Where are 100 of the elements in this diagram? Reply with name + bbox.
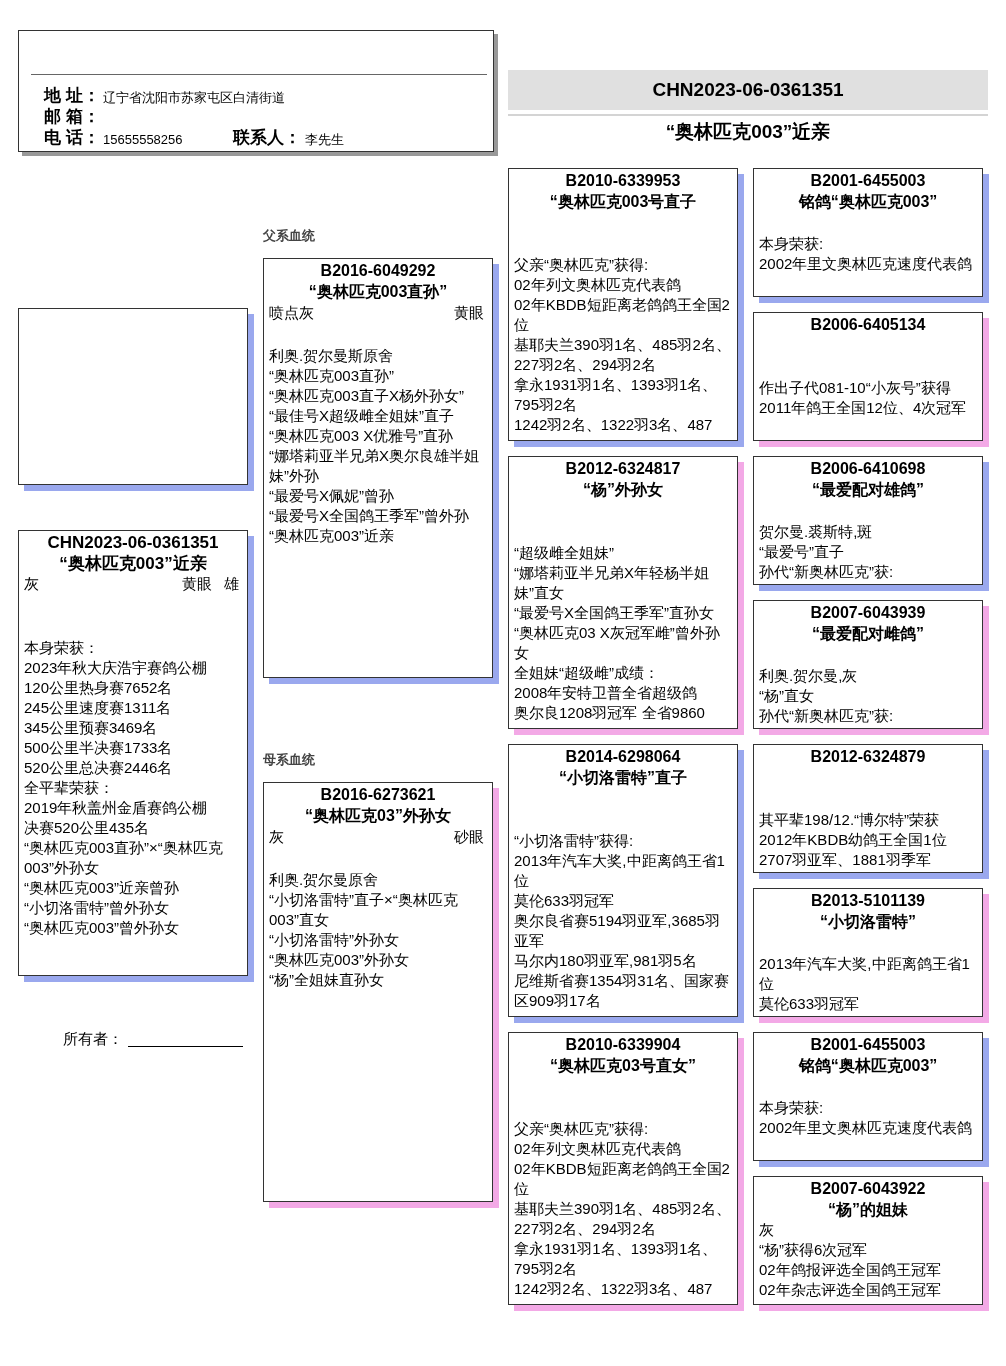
ring-number: B2007-6043939 [809,603,927,623]
record-line: 奥尔良1208羽冠军 全省9860 [514,703,706,723]
ring-number: B2014-6298064 [564,747,682,767]
field-label: 地 址： [44,86,100,106]
record-line: “杨”获得6次冠军 [759,1240,869,1260]
record-line: “最佳号X超级雌全姐妹”直子 [269,406,455,426]
record-line: “超级雌全姐妹” [514,543,615,563]
record-line: 1242羽2名、1322羽3名、487 [514,415,714,435]
record-line: “奥林匹克003”曾外孙女 [24,918,181,938]
eye-type: 黄眼 [182,574,212,594]
record-line: 1242羽2名、1322羽3名、487 [514,1279,714,1299]
record-line: 02年列文奥林匹克代表鸽 [514,1139,682,1159]
record-line: “最爱号X全国鸽王季军”曾外孙 [269,506,470,526]
ring-number: B2010-6339904 [564,1035,682,1055]
record-line: 父亲“奥林匹克”获得: [514,1119,650,1139]
pigeon-name: “奥林匹克03号直女” [549,1056,697,1076]
ring-number: CHN2023-06-0361351 [651,79,845,101]
pigeon-name: “小切洛雷特”直子 [558,768,688,788]
record-line: 2008年安特卫普全省超级鸽 [514,683,699,703]
record-line: 利奥.贺尔曼斯原舍 [269,346,395,366]
ring-number: B2001-6455003 [809,171,927,191]
record-line: 2013年汽车大奖,中距离鸽王省1位 [759,954,971,994]
record-line: “奥林匹克003”外孙女 [269,950,411,970]
field-label: 邮 箱： [44,107,100,127]
record-line: 02年杂志评选全国鸽王冠军 [759,1280,942,1300]
record-line: “奥林匹克003直子X杨外孙女” [269,386,466,406]
record-line: 2013年汽车大奖,中距离鸽王省1位 [514,851,726,891]
record-line: 尼维斯省赛1354羽31名、国家赛区909羽17名 [514,971,731,1011]
record-line: 拿永1931羽1名、1393羽1名、795羽2名 [514,1239,719,1279]
record-line: “奥林匹克03 X灰冠军雌”曾外孙女 [514,623,721,663]
pigeon-name: “奥林匹克003直孙” [307,282,449,302]
record-line: 02年KBDB短距离老鸽鸽王全国2位 [514,295,731,335]
record-line: 其平辈198/12.“博尔特”荣获 [759,810,941,830]
record-line: 决赛520公里435名 [24,818,151,838]
pigeon-name: “最爱配对雄鸽” [811,480,925,500]
pigeon-name: “奥林匹克003号直子 [548,192,698,212]
plumage-color: 喷点灰 [269,303,314,323]
ring-number: CHN2023-06-0361351 [46,532,220,553]
eye-type: 黄眼 [454,303,484,323]
record-line: 02年鸽报评选全国鸽王冠军 [759,1260,942,1280]
record-line: 父亲“奥林匹克”获得: [514,255,650,275]
pigeon-name: 铭鸽“奥林匹克003” [797,1056,939,1076]
ring-number: B2012-6324879 [809,747,927,767]
record-line: 作出子代081-10“小灰号”获得 [759,378,952,398]
record-line: 基耶夫兰390羽1名、485羽2名、227羽2名、294羽2名 [514,1199,732,1239]
field-label: 电 话： [44,128,100,148]
record-line: “杨”全姐妹直孙女 [269,970,385,990]
record-line: “最爱号X佩妮”曾孙 [269,486,395,506]
record-line: 500公里半决赛1733名 [24,738,174,758]
phone-number: 15655558256 [103,131,183,149]
pigeon-name: “奥林匹克03”外孙女 [304,806,452,826]
record-line: 莫伦633羽冠军 [514,891,616,911]
plumage-color: 灰 [269,827,284,847]
field-label: 所有者： [63,1029,124,1049]
record-line: 2707羽亚军、1881羽季军 [759,850,932,870]
record-line: “小切洛雷特”获得: [514,831,635,851]
record-line: “小切洛雷特”外孙女 [269,930,400,950]
record-line: 孙代“新奥林匹克”获: [759,562,895,582]
record-line: 利奥.贺尔曼原舍 [269,870,380,890]
record-line: 全姐妹“超级雌”成绩： [514,663,660,683]
record-line: “奥林匹克003”近亲 [269,526,396,546]
record-line: “奥林匹克003 X优雅号”直孙 [269,426,455,446]
ring-number: B2016-6273621 [319,785,437,805]
record-line: 2019年秋盖州金盾赛鸽公棚 [24,798,209,818]
record-line: 贺尔曼.裘斯特,斑 [759,522,874,542]
ring-number: B2013-5101139 [810,891,926,911]
record-line: 2002年里文奥林匹克速度代表鸽 [759,254,974,274]
record-line: 利奥.贺尔曼,灰 [759,666,859,686]
record-line: 2012年KBDB幼鸽王全国1位 [759,830,948,850]
record-line: 120公里热身赛7652名 [24,678,174,698]
section-heading: 父系血统 [263,227,316,245]
record-line: 本身荣获: [759,234,825,254]
record-line: 02年KBDB短距离老鸽鸽王全国2位 [514,1159,731,1199]
record-line: “最爱号”直子 [759,542,845,562]
record-line: “娜塔莉亚半兄弟X奥尔良雄半姐妹”外孙 [269,446,480,486]
plumage-color: 灰 [24,574,39,594]
record-line: “奥林匹克003”近亲曾孙 [24,878,181,898]
record-line: 拿永1931羽1名、1393羽1名、795羽2名 [514,375,719,415]
record-line: 马尔内180羽亚军,981羽5名 [514,951,698,971]
pigeon-name: “杨”的姐妹 [827,1200,909,1220]
record-line: “小切洛雷特”曾外孙女 [24,898,170,918]
record-line: 灰 [759,1220,775,1240]
record-line: 345公里预赛3469名 [24,718,159,738]
record-line: 全平辈荣获： [24,778,115,798]
record-line: 本身荣获: [759,1098,825,1118]
record-line: 莫伦633羽冠军 [759,994,861,1014]
pigeon-name: “杨”外孙女 [582,480,664,500]
record-line: 2002年里文奥林匹克速度代表鸽 [759,1118,974,1138]
record-line: 奥尔良省赛5194羽亚军,3685羽亚军 [514,911,721,951]
record-line: “小切洛雷特”直子×“奥林匹克003”直女 [269,890,459,930]
pigeon-name: “最爱配对雌鸽” [811,624,925,644]
pigeon-name: “奥林匹克003”近亲 [58,553,208,574]
ring-number: B2007-6043922 [809,1179,927,1199]
record-line: 2011年鸽王全国12位、4次冠军 [759,398,968,418]
address-text: 辽宁省沈阳市苏家屯区白清街道 [103,89,285,107]
field-label: 联系人： [233,128,301,148]
pigeon-name: 铭鸽“奥林匹克003” [797,192,939,212]
ring-number: B2010-6339953 [564,171,682,191]
ring-number-banner [508,70,988,110]
record-line: “奥林匹克003直孙”×“奥林匹克003”外孙女 [24,838,224,878]
